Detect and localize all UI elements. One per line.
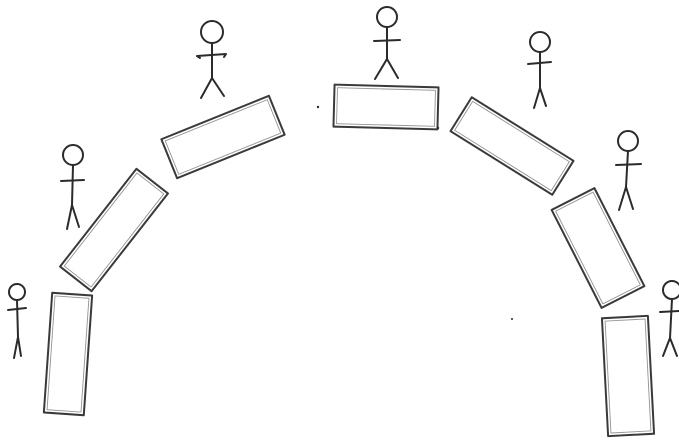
table-6 xyxy=(552,188,645,308)
figure-5 xyxy=(528,32,551,108)
table-5 xyxy=(451,97,574,195)
table-1 xyxy=(44,293,92,415)
tables-group xyxy=(44,85,654,436)
speck xyxy=(437,127,439,129)
table-7 xyxy=(602,316,654,436)
figure-2 xyxy=(61,145,84,229)
figure-1 xyxy=(8,284,26,358)
speck xyxy=(317,106,319,108)
figure-6 xyxy=(616,131,641,210)
table-2 xyxy=(60,169,168,291)
speck xyxy=(511,318,513,320)
figure-7 xyxy=(660,281,679,356)
table-4 xyxy=(333,85,438,130)
stray-marks xyxy=(317,106,513,320)
figure-3 xyxy=(197,21,226,98)
figures-group xyxy=(8,7,679,358)
figure-4 xyxy=(374,7,400,79)
table-3 xyxy=(161,96,284,178)
